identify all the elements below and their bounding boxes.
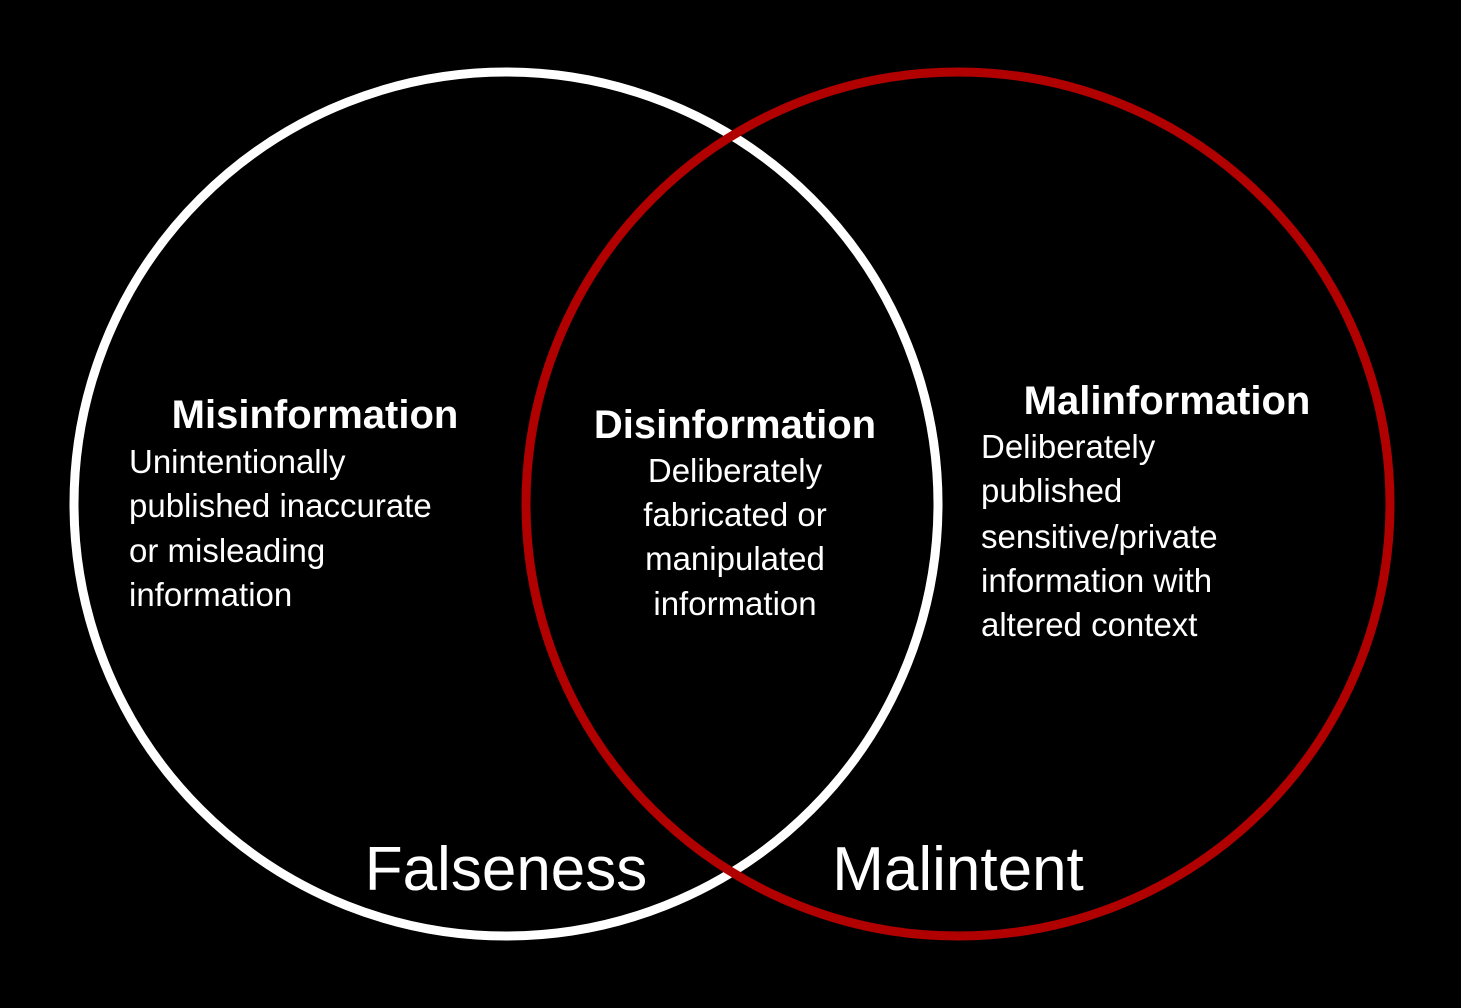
misinformation-region: Misinformation Unintentionally published… bbox=[129, 393, 458, 613]
malinformation-region: Malinformation Deliberately published se… bbox=[981, 379, 1310, 643]
disinformation-line: information bbox=[653, 585, 816, 622]
malinformation-line: published bbox=[981, 472, 1122, 509]
malinformation-line: sensitive/private bbox=[981, 518, 1218, 555]
malinformation-line: Deliberately bbox=[981, 428, 1156, 465]
falseness-label: Falseness bbox=[365, 835, 648, 904]
disinformation-region: Disinformation Deliberately fabricated o… bbox=[594, 403, 876, 622]
malinformation-line: altered context bbox=[981, 606, 1197, 643]
disinformation-line: Deliberately bbox=[648, 452, 823, 489]
misinformation-title: Misinformation bbox=[172, 393, 459, 437]
falseness-circle bbox=[69, 67, 943, 941]
malinformation-line: information with bbox=[981, 562, 1212, 599]
misinformation-line: or misleading bbox=[129, 532, 325, 569]
malinformation-title: Malinformation bbox=[1024, 379, 1311, 423]
disinformation-line: manipulated bbox=[645, 540, 825, 577]
malintent-circle bbox=[521, 67, 1395, 941]
malintent-label: Malintent bbox=[832, 835, 1084, 904]
disinformation-title: Disinformation bbox=[594, 403, 876, 447]
misinformation-line: information bbox=[129, 576, 292, 613]
misinformation-line: Unintentionally bbox=[129, 443, 346, 480]
misinformation-line: published inaccurate bbox=[129, 487, 432, 524]
disinformation-line: fabricated or bbox=[643, 496, 826, 533]
